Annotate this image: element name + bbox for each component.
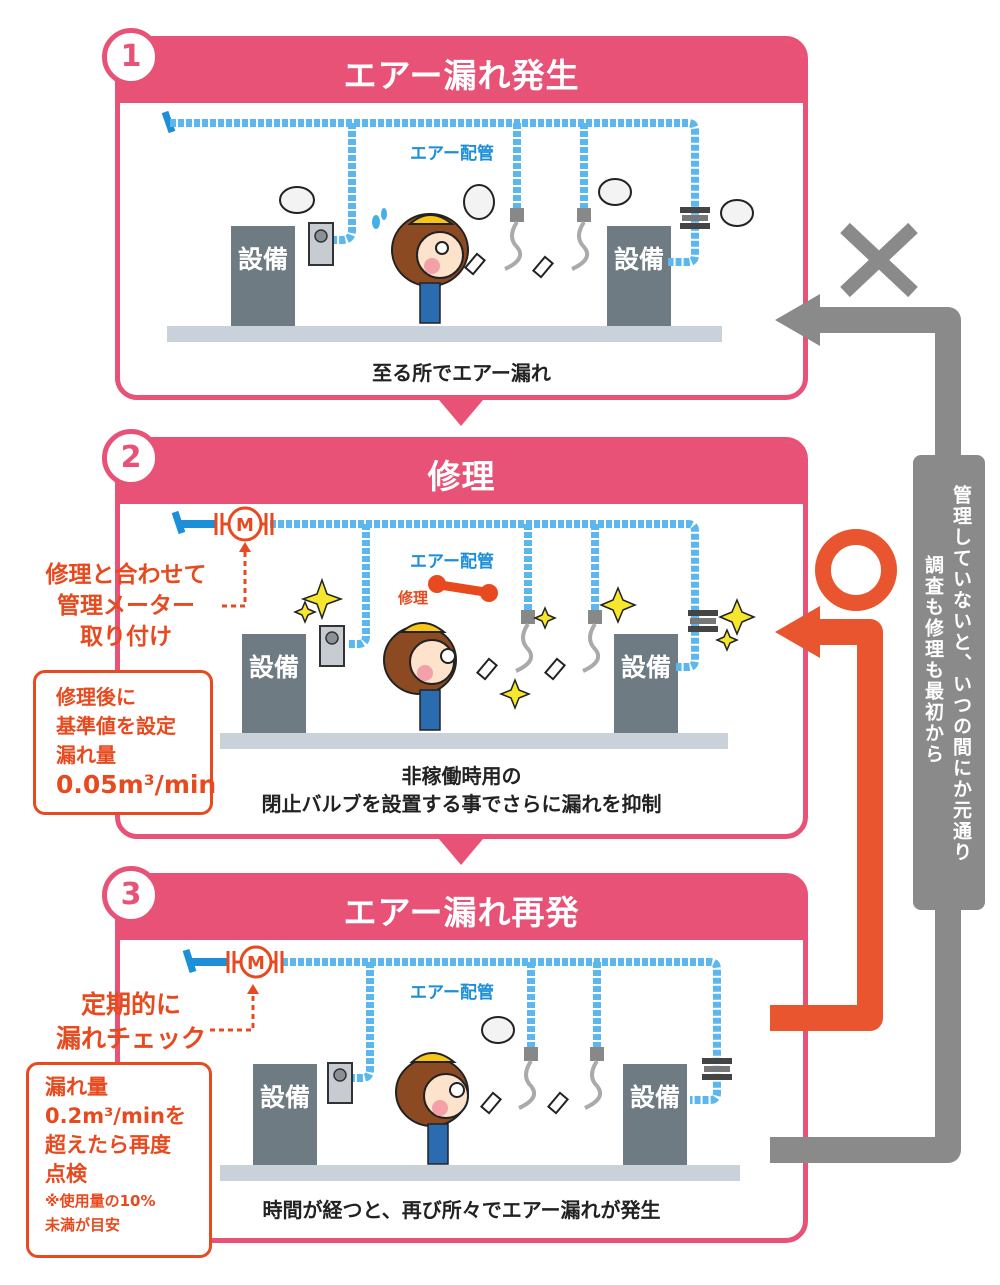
step-2-number: 2 <box>102 429 160 487</box>
note-line: 取り付け <box>80 624 172 650</box>
equipment-right: 設備 <box>614 634 678 736</box>
coupler-left <box>521 610 535 624</box>
pipe-label: エアー配管 <box>410 552 494 572</box>
box-line: 漏れ量 <box>45 1075 108 1099</box>
step-3-caption: 時間が経つと、再び所々でエアー漏れが発生 <box>262 1198 661 1222</box>
nozzle-icon <box>479 1091 570 1115</box>
air-pipe <box>182 948 721 1104</box>
equipment-label: 設備 <box>248 653 299 682</box>
step-1-header: エアー漏れ発生 <box>120 41 803 103</box>
note-line: 管理メーター <box>57 593 195 619</box>
box-line: 漏れ量 <box>56 743 116 767</box>
side-label-line-2: 調査も修理も最初から <box>922 555 944 765</box>
meter-install-note: 修理と合わせて 管理メーター 取り付け <box>26 560 226 653</box>
note-line: 修理と合わせて <box>45 562 207 588</box>
step-2-title: 修理 <box>427 457 496 496</box>
worker-character <box>395 1052 469 1165</box>
joint-fitting <box>702 1058 732 1080</box>
nozzle-icon <box>475 657 567 681</box>
joint-fitting <box>680 207 710 229</box>
equipment-left: 設備 <box>253 1064 317 1166</box>
step-3-title: エアー漏れ再発 <box>343 893 580 932</box>
pipe-label: エアー配管 <box>410 983 494 1003</box>
equipment-label: 設備 <box>620 653 671 682</box>
note-line: 定期的に <box>80 990 181 1019</box>
coupler-left <box>524 1047 538 1061</box>
note-line: 漏れチェック <box>55 1024 206 1053</box>
step-arrow-down <box>439 400 483 426</box>
equipment-label: 設備 <box>237 245 288 274</box>
dashed-pointer-arrow <box>222 550 247 608</box>
threshold-box: 漏れ量 0.2m³/minを 超えたら再度 点検 ※使用量の10% 未満が目安 <box>26 1062 212 1258</box>
filter-unit <box>308 222 334 266</box>
circle-mark-icon <box>815 529 897 611</box>
equipment-right: 設備 <box>623 1064 687 1166</box>
box-line: 0.2m³/minを <box>45 1104 186 1128</box>
pipe-label: エアー配管 <box>410 144 494 164</box>
step-3-panel: エアー漏れ再発 エアー配管 設備 設備 時間が経つと、再び所々でエアー漏れが発生 <box>115 873 808 1243</box>
step-1-title: エアー漏れ発生 <box>343 56 580 95</box>
management-meter-icon <box>214 506 274 542</box>
baseline-box: 修理後に 基準値を設定 漏れ量 0.05m³/min <box>33 670 217 815</box>
step-2-header: 修理 <box>120 442 803 504</box>
equipment-label: 設備 <box>629 1083 680 1112</box>
equipment-right: 設備 <box>607 226 671 328</box>
step-3-number: 3 <box>102 866 160 924</box>
caption-line: 閉止バルブを設置する事でさらに漏れを抑制 <box>261 792 662 816</box>
leak-cloud-icon <box>481 1016 515 1044</box>
sparkle-icon <box>293 577 756 711</box>
box-line: 点検 <box>45 1162 87 1186</box>
air-pipe <box>161 110 699 266</box>
floor <box>167 326 722 342</box>
worker-character <box>391 213 469 324</box>
coupler-right <box>590 1047 604 1061</box>
no-management-label: 管理していないと、いつの間にか元通り 調査も修理も最初から <box>913 455 985 910</box>
equipment-left: 設備 <box>231 226 295 328</box>
box-line: 基準値を設定 <box>56 714 176 738</box>
meter-label: M <box>247 953 265 974</box>
management-meter-icon <box>226 945 284 979</box>
broken-nozzle-icon <box>463 252 555 279</box>
step-3-header: エアー漏れ再発 <box>120 878 803 940</box>
coupler-right <box>588 610 602 624</box>
box-line: 超えたら再度 <box>45 1133 171 1157</box>
equipment-label: 設備 <box>613 245 664 274</box>
worker-character <box>383 622 457 731</box>
equipment-label: 設備 <box>259 1083 310 1112</box>
wrench-icon <box>428 575 498 602</box>
leak-cloud-icon <box>279 178 754 227</box>
coupler-right <box>577 208 591 222</box>
orange-return-arrow <box>770 619 883 1031</box>
step-1-illustration <box>161 110 754 324</box>
air-pipe <box>171 510 699 671</box>
caption-line: 非稼働時用の <box>401 764 522 788</box>
meter-label: M <box>236 515 254 536</box>
step-2-caption: 非稼働時用の 閉止バルブを設置する事でさらに漏れを抑制 <box>120 762 803 818</box>
box-note-line: 未満が目安 <box>45 1216 121 1234</box>
leak-baseline-value: 0.05m³/min <box>56 770 217 799</box>
box-note-line: ※使用量の10% <box>45 1192 156 1210</box>
step-arrow-down <box>439 839 483 865</box>
joint-fitting <box>688 610 718 632</box>
sweat-drops-icon <box>372 208 387 229</box>
coupler-left <box>510 208 524 222</box>
equipment-left: 設備 <box>242 634 306 736</box>
cross-mark-icon <box>840 222 918 298</box>
floor <box>220 1165 740 1181</box>
floor <box>220 733 728 749</box>
step-1-number: 1 <box>102 28 160 86</box>
side-label-line-1: 管理していないと、いつの間にか元通り <box>950 485 972 863</box>
step-1-caption: 至る所でエアー漏れ <box>372 361 551 385</box>
periodic-check-note: 定期的に 漏れチェック <box>36 988 226 1056</box>
step-2-illustration: M <box>171 506 756 731</box>
repair-label: 修理 <box>398 589 429 607</box>
box-line: 修理後に <box>56 685 136 709</box>
